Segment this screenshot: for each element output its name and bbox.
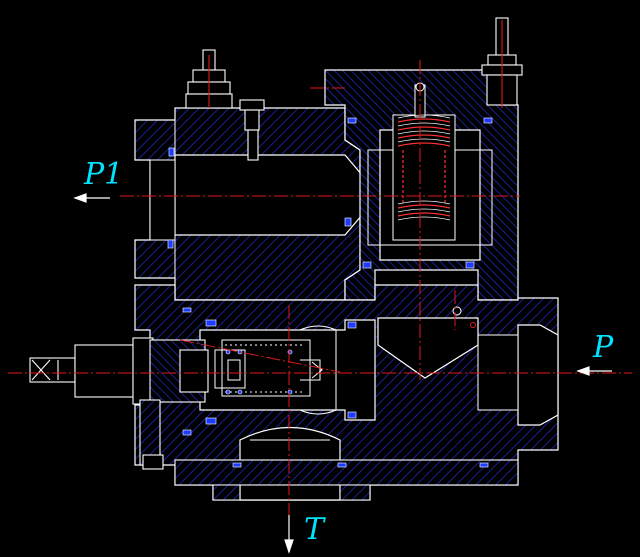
port-label-t: T	[304, 512, 325, 547]
p1-arrow-head	[73, 193, 87, 203]
port-label-p1: P1	[84, 157, 124, 192]
adjusting-screw	[29, 337, 209, 470]
top-bolt-left	[185, 49, 265, 161]
o-ring-seals	[167, 117, 493, 468]
port-label-p: P	[593, 330, 614, 365]
upper-left-body	[134, 107, 363, 301]
t-arrow-head	[284, 539, 294, 554]
p-arrow-head	[576, 366, 590, 376]
flow-arrows	[73, 193, 612, 554]
spool	[214, 325, 337, 415]
spring-coil-outline	[397, 114, 451, 221]
top-bolt-right	[481, 17, 523, 108]
bottom-plate	[174, 459, 519, 501]
centerlines	[8, 60, 632, 540]
orifice	[452, 306, 476, 328]
